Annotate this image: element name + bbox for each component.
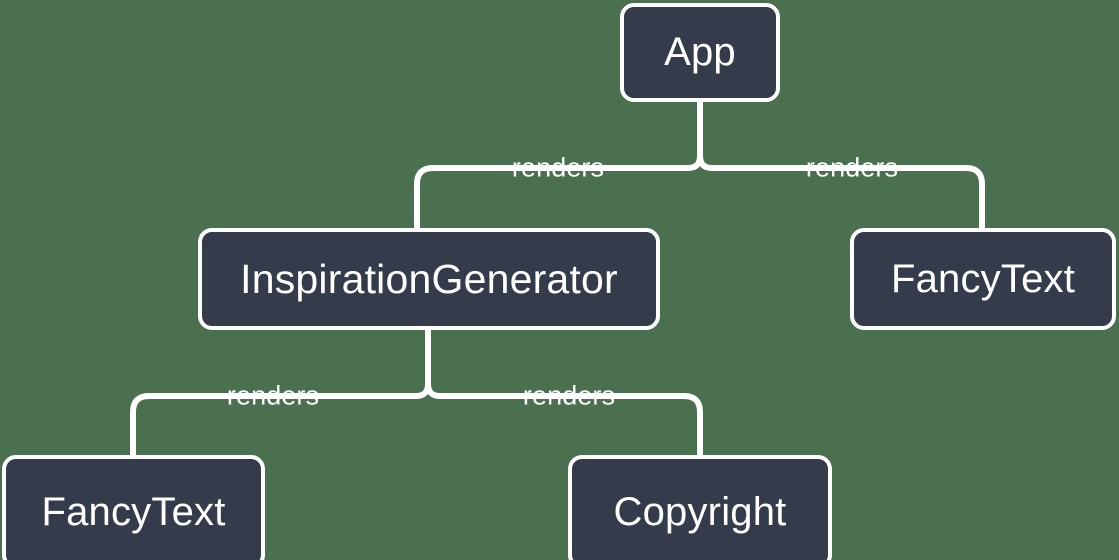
edge-inspiration-generator-to-copyright (425, 383, 703, 455)
edge-label-app-to-fancytext-right: renders (805, 152, 899, 183)
edge-label-inspiration-generator-to-fancytext-bottom: renders (226, 380, 320, 411)
node-inspiration-generator[interactable]: InspirationGenerator (198, 228, 660, 330)
edge-label-inspiration-generator-to-copyright: renders (522, 380, 616, 411)
node-app-label: App (664, 30, 736, 74)
node-fancytext-bottom-left[interactable]: FancyText (2, 455, 265, 560)
node-fancytext-right-label: FancyText (890, 256, 1076, 301)
node-copyright[interactable]: Copyright (568, 455, 832, 560)
node-inspiration-generator-label: InspirationGenerator (240, 255, 618, 302)
node-fancytext-right[interactable]: FancyText (850, 228, 1116, 330)
node-app[interactable]: App (620, 3, 780, 102)
node-fancytext-bottom-left-label: FancyText (41, 489, 226, 534)
edge-app-to-fancytext-right (697, 155, 985, 228)
node-copyright-label: Copyright (613, 489, 787, 534)
edge-label-app-to-inspiration-generator: renders (511, 152, 605, 183)
